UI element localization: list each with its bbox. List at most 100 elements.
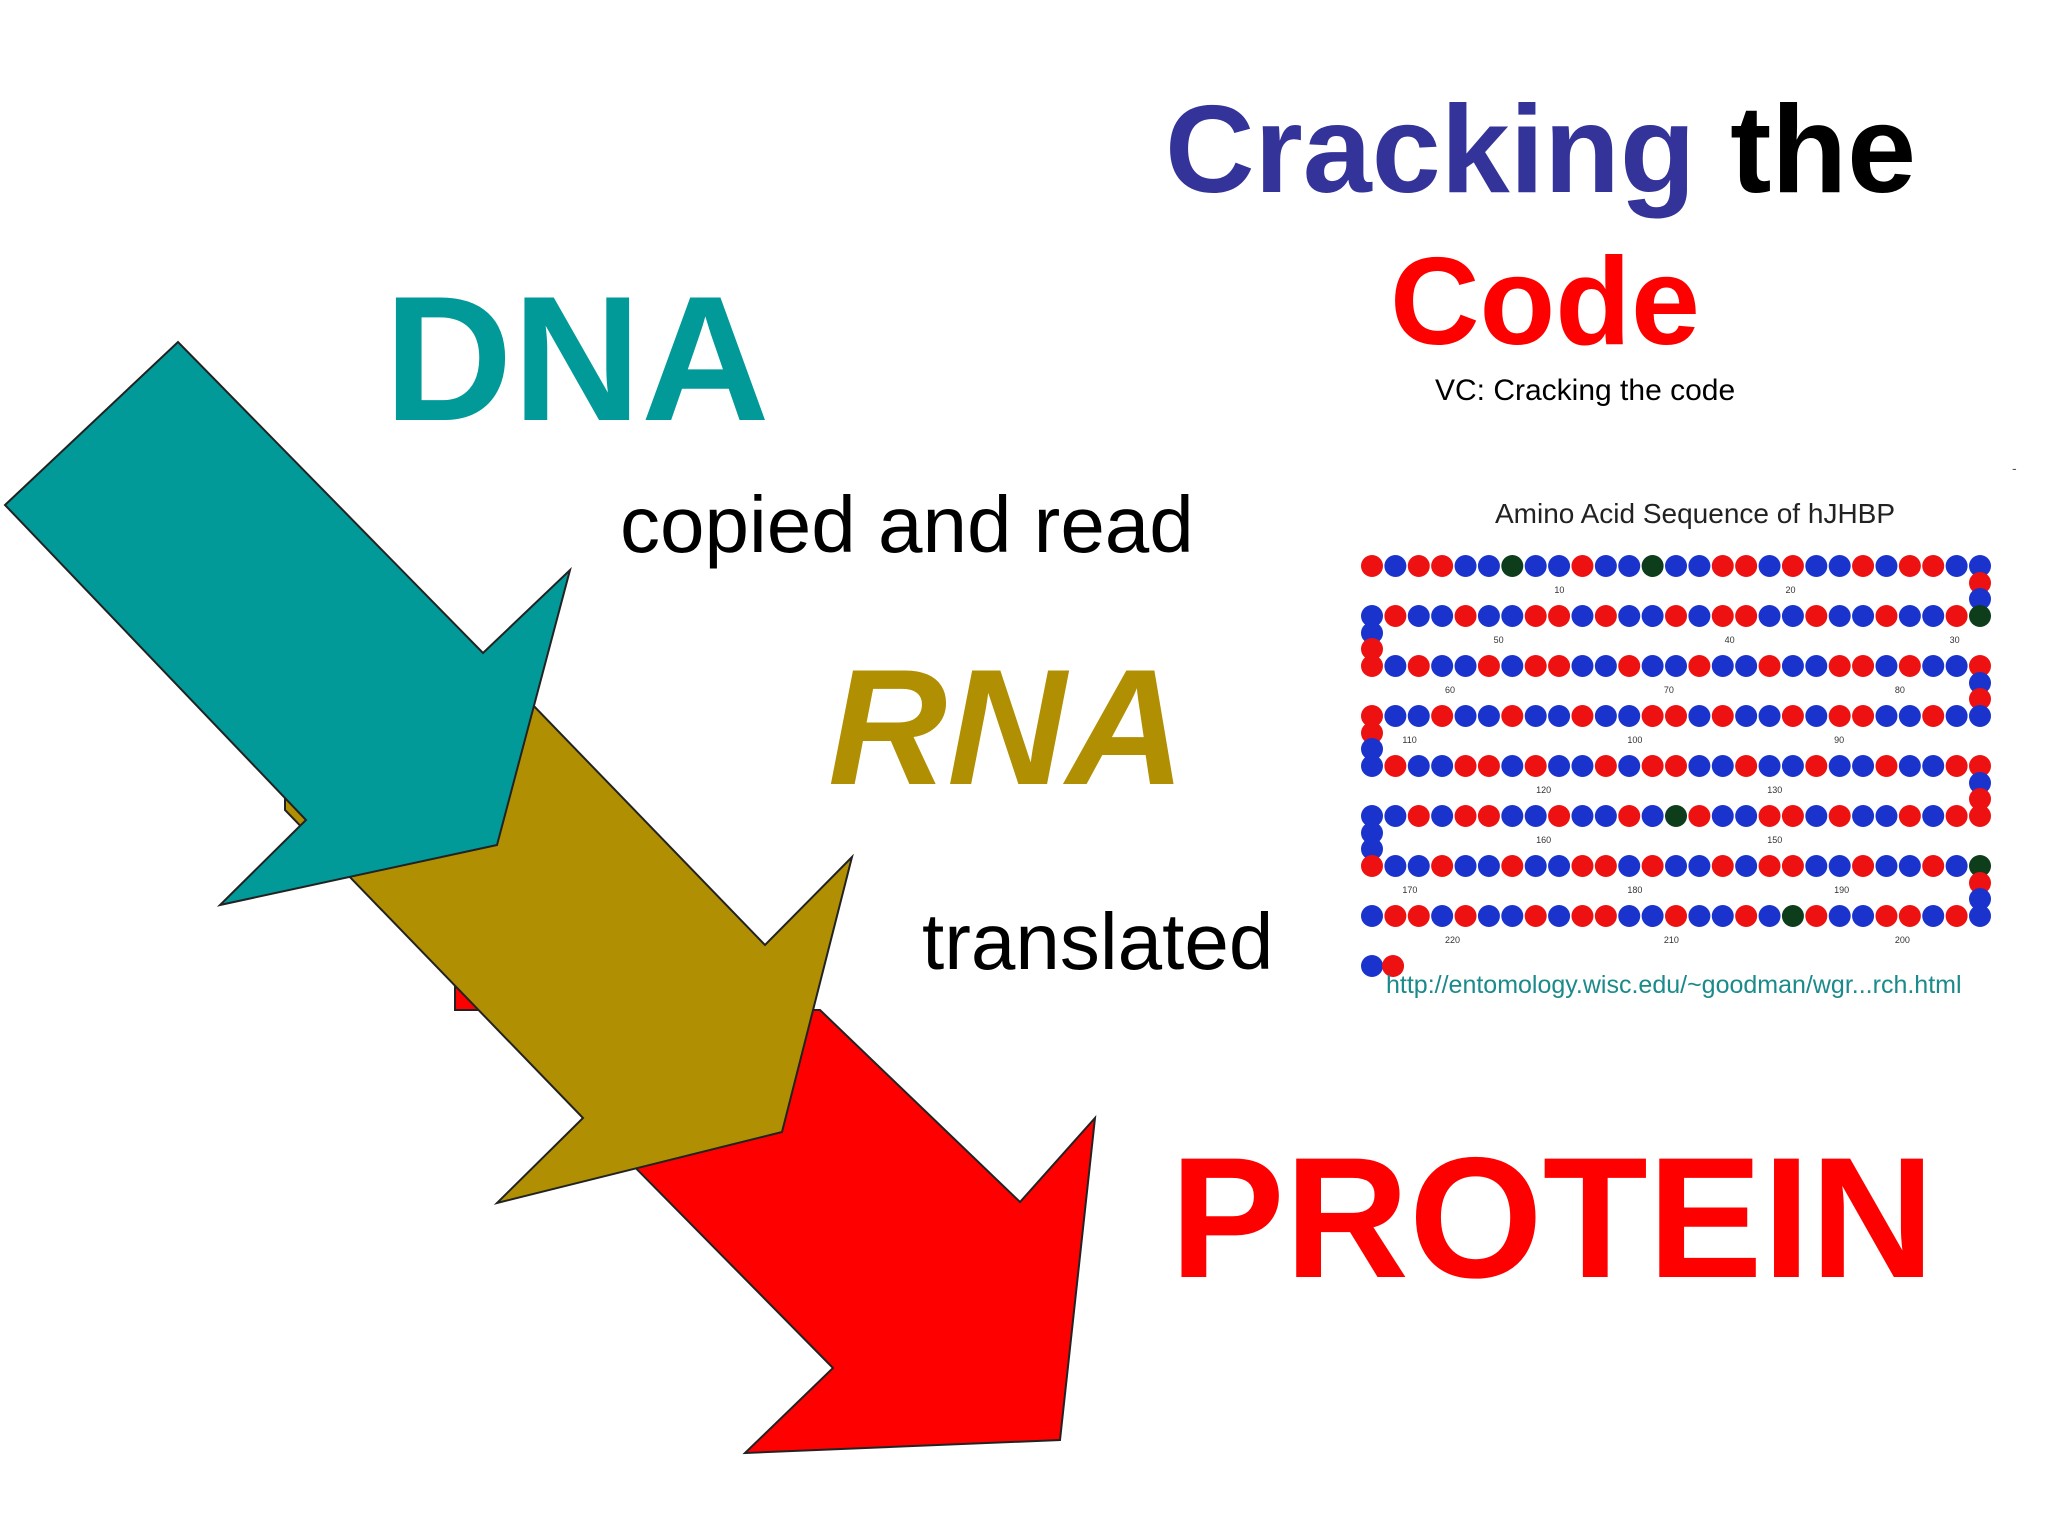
residue-bead — [1758, 555, 1781, 577]
residue-bead — [1407, 705, 1430, 727]
residue-bead — [1805, 705, 1828, 727]
residue-bead — [1875, 605, 1898, 627]
residue-bead — [1758, 605, 1781, 627]
residue-bead — [1361, 655, 1383, 677]
residue-bead — [1922, 905, 1945, 927]
residue-bead — [1665, 605, 1687, 627]
residue-bead — [1361, 955, 1383, 977]
residue-bead — [1922, 855, 1945, 877]
residue-bead — [1594, 855, 1617, 877]
residue-bead — [1571, 905, 1594, 927]
residue-index-label: 10 — [1554, 585, 1564, 595]
residue-bead — [1594, 655, 1617, 677]
title-line-2: Code — [1390, 240, 1700, 364]
residue-bead — [1594, 905, 1617, 927]
residue-bead — [1407, 755, 1430, 777]
residue-bead — [1688, 555, 1711, 577]
residue-bead — [1501, 705, 1524, 727]
residue-bead — [1688, 705, 1711, 727]
residue-bead — [1501, 605, 1524, 627]
residue-bead — [1641, 605, 1664, 627]
residue-bead — [1969, 772, 1991, 794]
residue-bead — [1922, 805, 1945, 827]
rna-label: RNA — [828, 635, 1186, 819]
residue-bead — [1407, 855, 1430, 877]
residue-bead — [1361, 638, 1383, 660]
residue-bead — [1407, 905, 1430, 927]
residue-bead — [1898, 555, 1921, 577]
residue-index-label: 30 — [1950, 635, 1960, 645]
residue-bead — [1969, 655, 1991, 677]
residue-index-label: 210 — [1664, 935, 1679, 945]
residue-bead — [1431, 705, 1454, 727]
residue-bead — [1477, 805, 1500, 827]
residue-bead — [1384, 655, 1407, 677]
residue-bead — [1594, 555, 1617, 577]
residue-bead — [1898, 805, 1921, 827]
residue-bead — [1361, 805, 1383, 827]
residue-bead — [1852, 755, 1875, 777]
residue-bead — [1548, 655, 1571, 677]
residue-bead — [1477, 605, 1500, 627]
residue-bead — [1781, 805, 1804, 827]
residue-bead — [1969, 688, 1991, 710]
residue-bead — [1969, 605, 1991, 627]
residue-bead — [1641, 805, 1664, 827]
residue-bead — [1454, 655, 1477, 677]
title-line-1: Cracking the — [1165, 88, 1916, 212]
residue-bead — [1501, 655, 1524, 677]
residue-bead — [1501, 905, 1524, 927]
residue-bead — [1571, 755, 1594, 777]
residue-bead — [1594, 805, 1617, 827]
residue-bead — [1594, 605, 1617, 627]
residue-bead — [1969, 872, 1991, 894]
residue-bead — [1618, 655, 1641, 677]
residue-bead — [1431, 755, 1454, 777]
residue-index-label: 80 — [1895, 685, 1905, 695]
residue-bead — [1828, 705, 1851, 727]
residue-bead — [1898, 755, 1921, 777]
residue-index-label: 20 — [1785, 585, 1795, 595]
residue-bead — [1477, 655, 1500, 677]
residue-bead — [1898, 655, 1921, 677]
residue-bead — [1361, 855, 1383, 877]
residue-bead — [1688, 655, 1711, 677]
residue-bead — [1875, 755, 1898, 777]
residue-bead — [1945, 805, 1968, 827]
residue-bead — [1805, 555, 1828, 577]
residue-bead — [1384, 555, 1407, 577]
residue-index-label: 150 — [1767, 835, 1782, 845]
residue-bead — [1548, 605, 1571, 627]
sequence-url: http://entomology.wisc.edu/~goodman/wgr.… — [1386, 971, 1962, 999]
residue-bead — [1875, 905, 1898, 927]
residue-bead — [1828, 805, 1851, 827]
translated-label: translated — [922, 897, 1274, 986]
residue-bead — [1361, 738, 1383, 760]
residue-bead — [1665, 905, 1687, 927]
residue-bead — [1454, 855, 1477, 877]
residue-bead — [1571, 555, 1594, 577]
residue-bead — [1758, 805, 1781, 827]
title-code: Code — [1390, 233, 1700, 371]
residue-bead — [1852, 655, 1875, 677]
residue-bead — [1898, 855, 1921, 877]
residue-bead — [1665, 655, 1687, 677]
residue-bead — [1361, 605, 1383, 627]
residue-bead — [1641, 555, 1664, 577]
residue-bead — [1384, 705, 1407, 727]
residue-bead — [1969, 588, 1991, 610]
residue-bead — [1618, 755, 1641, 777]
residue-bead — [1361, 722, 1383, 744]
residue-bead — [1477, 905, 1500, 927]
residue-bead — [1922, 655, 1945, 677]
residue-bead — [1711, 655, 1734, 677]
residue-bead — [1852, 805, 1875, 827]
dna-arrow — [3, 340, 572, 907]
residue-bead — [1618, 605, 1641, 627]
residue-index-label: 180 — [1627, 885, 1642, 895]
residue-bead — [1758, 905, 1781, 927]
residue-bead — [1524, 855, 1547, 877]
residue-bead — [1665, 755, 1687, 777]
residue-bead — [1969, 672, 1991, 694]
residue-bead — [1501, 555, 1524, 577]
